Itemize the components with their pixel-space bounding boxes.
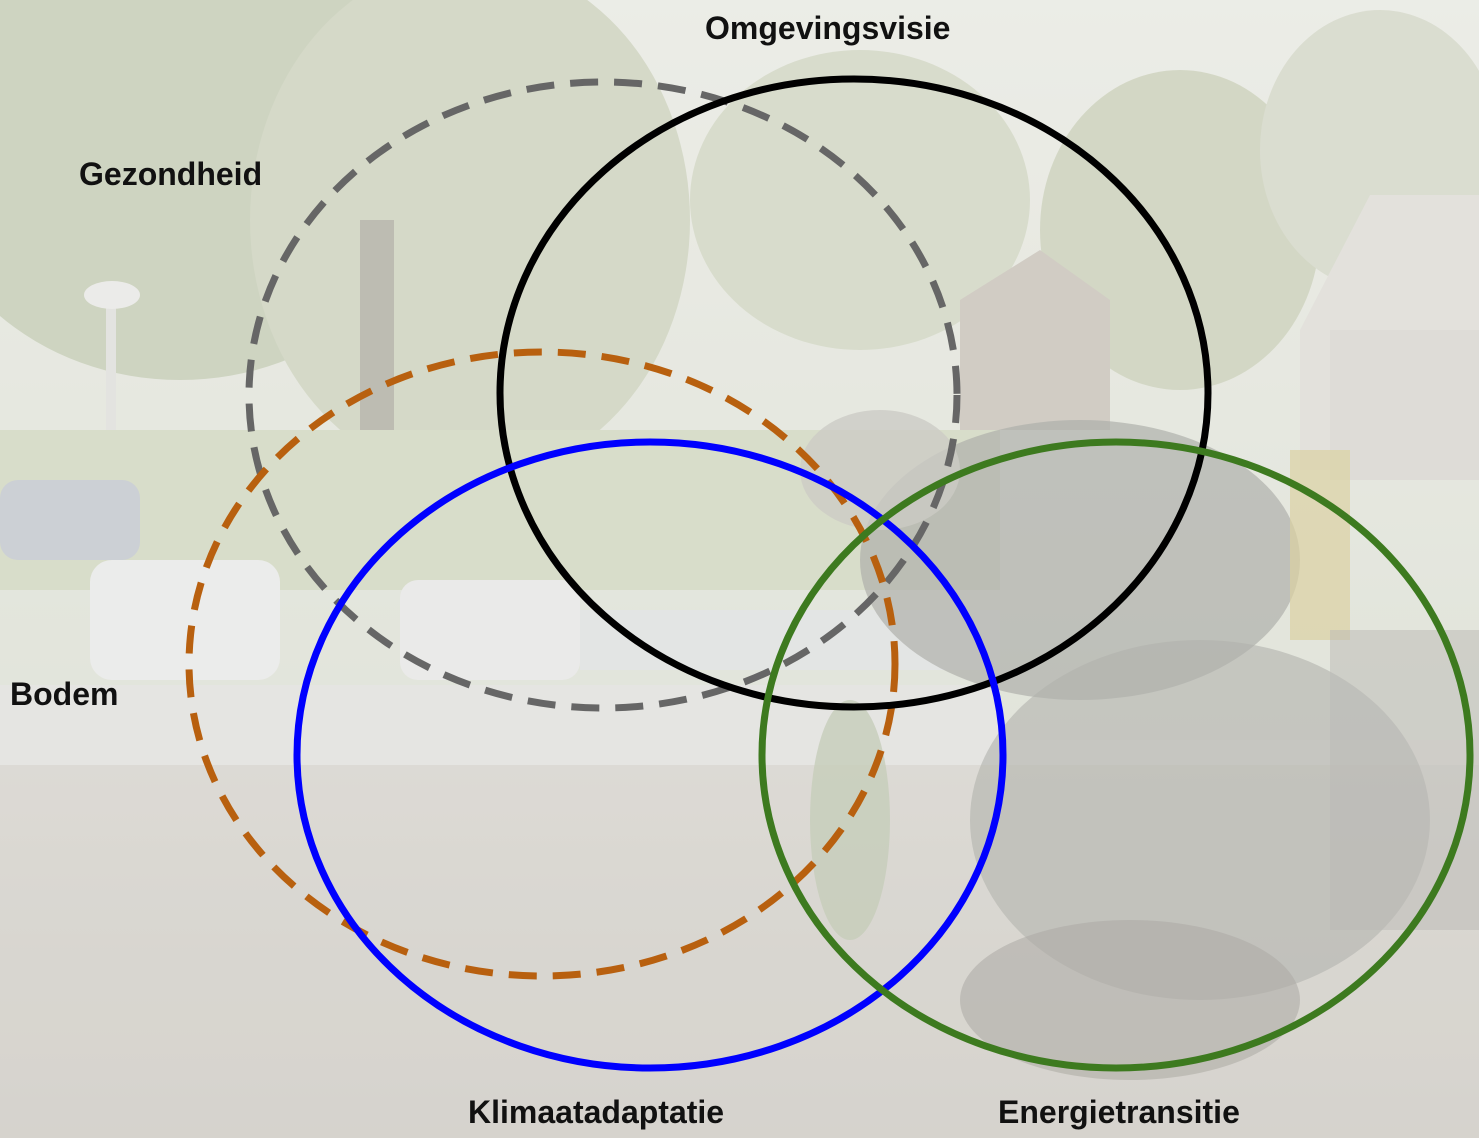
omgevingsvisie-label: Omgevingsvisie <box>705 10 951 46</box>
energietransitie-label: Energietransitie <box>998 1094 1240 1130</box>
omgevingsvisie-circle <box>496 75 1212 711</box>
klimaatadaptatie-label: Klimaatadaptatie <box>468 1094 725 1130</box>
klimaatadaptatie-circle <box>293 438 1007 1072</box>
energietransitie-circle <box>758 438 1474 1072</box>
gezondheid-label: Gezondheid <box>79 156 263 192</box>
gezondheid-circle <box>245 78 961 712</box>
bodem-circle <box>185 348 899 980</box>
bodem-label: Bodem <box>10 676 119 712</box>
venn-circles <box>185 75 1474 1072</box>
